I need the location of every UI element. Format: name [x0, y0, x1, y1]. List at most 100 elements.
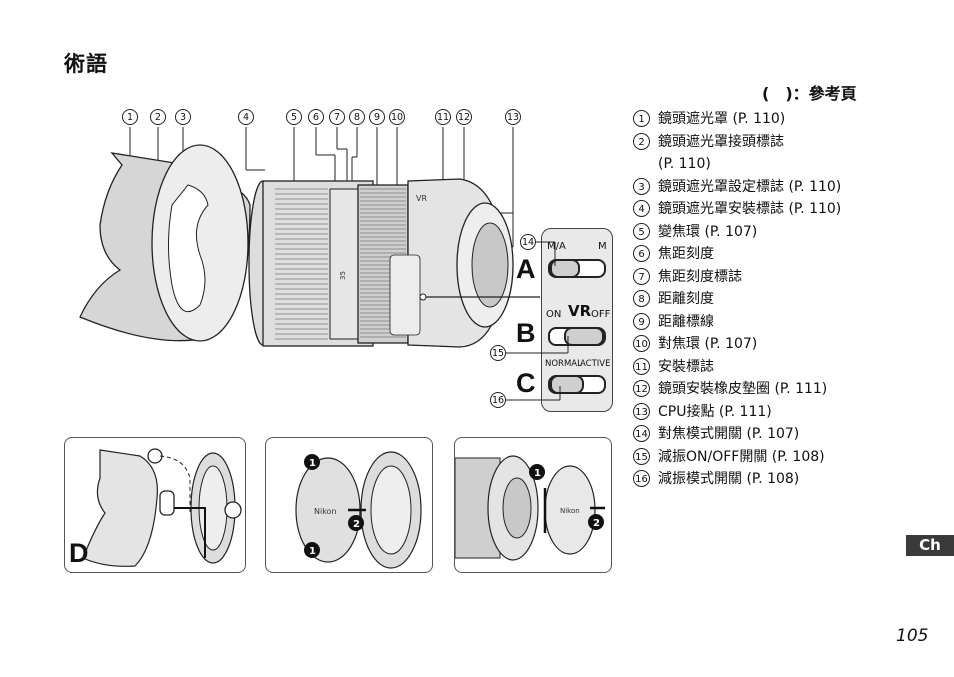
callout-3: 3: [175, 109, 191, 125]
legend-item: 7 焦距刻度標誌: [633, 266, 933, 289]
legend-number: 6: [633, 245, 650, 262]
legend-number: 11: [633, 357, 650, 375]
callout-11: 11: [435, 109, 451, 125]
vr-badge: VR: [416, 194, 427, 203]
chapter-tab[interactable]: Ch: [906, 535, 954, 556]
step-1-marker: 1: [534, 468, 541, 479]
legend-heading: ( )：參考頁: [762, 84, 857, 103]
legend-label: 鏡頭安裝橡皮墊圈 (P. 111): [658, 381, 828, 397]
legend-label: 減振ON/OFF開關 (P. 108): [658, 448, 825, 465]
legend-label: 鏡頭遮光罩接頭標誌: [658, 133, 784, 150]
panel-letter-d: D: [69, 538, 89, 568]
legend-number: 7: [633, 267, 650, 285]
callout-1: 1: [122, 109, 138, 125]
legend-label: 距離標線: [658, 313, 714, 330]
callout-6: 6: [308, 109, 324, 125]
legend-label: 鏡頭遮光罩設定標誌 (P. 110): [658, 178, 842, 195]
legend-item: 3 鏡頭遮光罩設定標誌 (P. 110): [633, 176, 933, 199]
legend-label: 焦距刻度標誌: [658, 268, 742, 285]
switch-letter-c: C: [516, 368, 536, 398]
legend-number: 12: [633, 380, 650, 397]
focus-switch-left-label: M/A: [547, 241, 566, 252]
legend-item: 12 鏡頭安裝橡皮墊圈 (P. 111): [633, 378, 933, 401]
legend-item: 2 鏡頭遮光罩接頭標誌: [633, 131, 933, 154]
legend-number: 8: [633, 290, 650, 307]
legend-label: 距離刻度: [658, 291, 714, 307]
switch-letter-a: A: [516, 254, 536, 284]
vr-mode-switch[interactable]: [548, 375, 606, 394]
step-2-marker: 2: [353, 519, 360, 530]
legend-label: 安裝標誌: [658, 358, 714, 375]
legend-item: 14 對焦模式開關 (P. 107): [633, 423, 933, 446]
rear-cap-brand-text: Nikon: [560, 507, 580, 515]
callout-14: 14: [520, 234, 536, 250]
legend-continuation: (P. 110): [658, 156, 711, 172]
legend-item: 15 減振ON/OFF開關 (P. 108): [633, 446, 933, 469]
legend-number: 5: [633, 222, 650, 240]
vr-switch-on-label: ON: [546, 309, 562, 320]
legend-label: CPU接點 (P. 111): [658, 403, 772, 420]
callout-4: 4: [238, 109, 254, 125]
rear-cap-panel: Nikon 1 2: [454, 437, 612, 573]
legend-number: 15: [633, 447, 650, 465]
legend-number: 3: [633, 177, 650, 195]
legend-number: 14: [633, 425, 650, 442]
vr-mode-normal-label: NORMAL: [545, 359, 582, 369]
callout-9: 9: [369, 109, 385, 125]
legend-item: 13 CPU接點 (P. 111): [633, 401, 933, 424]
callout-8: 8: [349, 109, 365, 125]
focus-switch-right-label: M: [598, 241, 607, 252]
switch-letter-b: B: [516, 318, 536, 348]
focus-mode-switch[interactable]: [548, 259, 606, 278]
parts-legend: 1 鏡頭遮光罩 (P. 110) 2 鏡頭遮光罩接頭標誌 (P. 110) 3 鏡頭遮光罩設…: [633, 108, 933, 491]
vr-switch-off-label: OFF: [591, 309, 611, 320]
callout-15: 15: [490, 345, 506, 361]
callout-12: 12: [456, 109, 472, 125]
legend-item: 6 焦距刻度: [633, 243, 933, 266]
legend-item: 9 距離標線: [633, 311, 933, 334]
callout-7: 7: [329, 109, 345, 125]
callout-10: 10: [389, 109, 405, 125]
legend-item: 1 鏡頭遮光罩 (P. 110): [633, 108, 933, 131]
callout-5: 5: [286, 109, 302, 125]
page-number: 105: [896, 626, 929, 646]
legend-number: 9: [633, 312, 650, 330]
brand-text: Nikon: [314, 507, 337, 516]
hood-attach-panel: D: [64, 437, 246, 573]
callout-13: 13: [505, 109, 521, 125]
switch-panel: M/A M ON VR OFF NORMAL ACTIVE: [541, 228, 613, 412]
legend-label: 對焦環 (P. 107): [658, 336, 758, 352]
legend-label: 減振模式開關 (P. 108): [658, 471, 800, 487]
legend-label: 變焦環 (P. 107): [658, 223, 758, 240]
lens-diagram: 35 VR: [79, 127, 540, 348]
callout-16: 16: [490, 392, 506, 408]
front-cap-panel: Nikon 1 1 2: [265, 437, 433, 573]
vr-mode-active-label: ACTIVE: [580, 359, 611, 369]
legend-label: 對焦模式開關 (P. 107): [658, 426, 800, 442]
legend-item: 5 變焦環 (P. 107): [633, 221, 933, 244]
legend-item: 11 安裝標誌: [633, 356, 933, 379]
vr-switch-title: VR: [568, 302, 592, 320]
vr-on-off-switch[interactable]: [548, 327, 606, 346]
legend-label: 鏡頭遮光罩 (P. 110): [658, 111, 786, 127]
legend-item: 8 距離刻度: [633, 288, 933, 311]
lens-hood-illustration: [79, 144, 251, 342]
legend-number: 2: [633, 132, 650, 150]
step-2-marker: 2: [593, 518, 600, 529]
callout-2: 2: [150, 109, 166, 125]
legend-label: 鏡頭遮光罩安裝標誌 (P. 110): [658, 201, 842, 217]
lens-body-illustration: 35 VR: [248, 178, 514, 348]
legend-number: 1: [633, 110, 650, 127]
legend-number: 13: [633, 402, 650, 420]
step-1-marker: 1: [309, 546, 316, 557]
page-title: 術語: [64, 52, 108, 76]
legend-label: 焦距刻度: [658, 246, 714, 262]
legend-item: 4 鏡頭遮光罩安裝標誌 (P. 110): [633, 198, 933, 221]
step-1-marker: 1: [309, 458, 316, 469]
legend-number: 16: [633, 470, 650, 487]
legend-number: 4: [633, 200, 650, 217]
switch-leader-lines: [506, 241, 569, 401]
legend-item: 16 減振模式開關 (P. 108): [633, 468, 933, 491]
zoom-scale-text: 35: [339, 271, 347, 280]
